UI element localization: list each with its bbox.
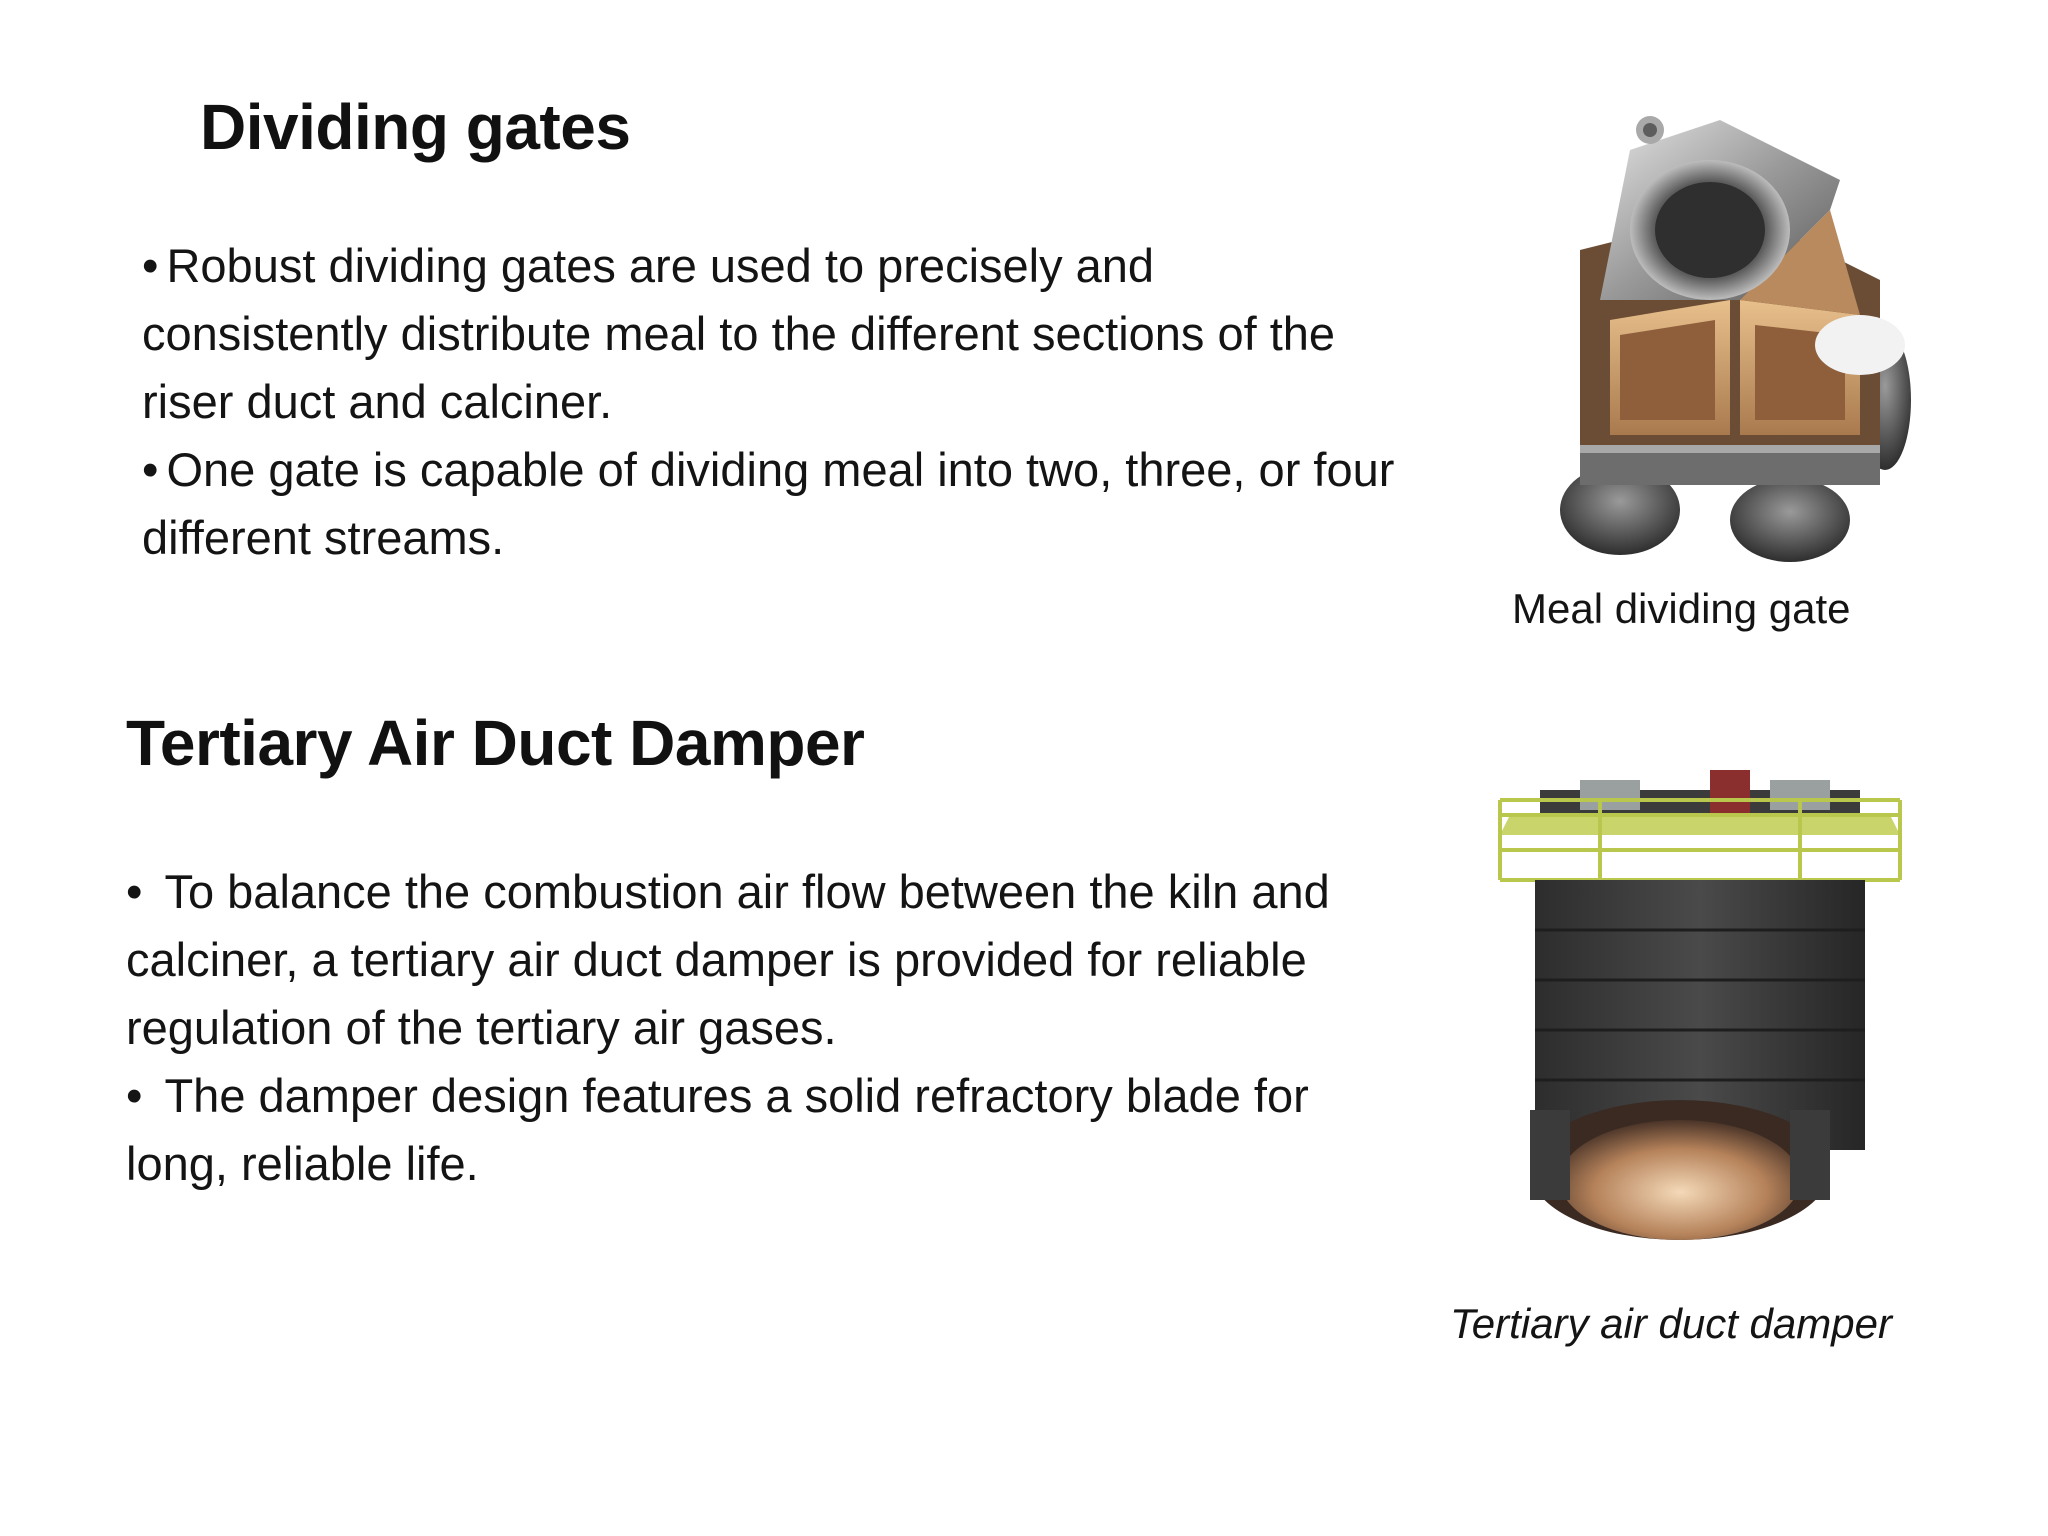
- bullet-marker: •: [142, 443, 159, 496]
- bullet-text: The damper design features a solid refra…: [126, 1069, 1309, 1190]
- bullet-text: One gate is capable of dividing meal int…: [142, 443, 1395, 564]
- bullet-item: •The damper design features a solid refr…: [126, 1062, 1396, 1198]
- meal-dividing-gate-image: [1560, 116, 1911, 562]
- bullet-marker: •: [142, 239, 159, 292]
- bullet-text: Robust dividing gates are used to precis…: [142, 239, 1336, 428]
- bullet-item: •To balance the combustion air flow betw…: [126, 858, 1396, 1062]
- dividing-gates-bullet-list: •Robust dividing gates are used to preci…: [142, 232, 1402, 572]
- tertiary-air-duct-damper-image: [1498, 770, 1902, 1240]
- bullet-marker: •: [126, 1069, 143, 1122]
- bullet-text: To balance the combustion air flow betwe…: [126, 865, 1330, 1054]
- dividing-gates-heading: Dividing gates: [200, 91, 631, 163]
- bullet-item: •Robust dividing gates are used to preci…: [142, 232, 1402, 436]
- tertiary-air-duct-damper-heading: Tertiary Air Duct Damper: [126, 707, 865, 779]
- tertiary-air-duct-damper-caption: Tertiary air duct damper: [1450, 1300, 1892, 1347]
- bullet-item: •One gate is capable of dividing meal in…: [142, 436, 1402, 572]
- bullet-marker: •: [126, 865, 143, 918]
- meal-dividing-gate-caption: Meal dividing gate: [1512, 585, 1851, 632]
- tertiary-damper-bullet-list: •To balance the combustion air flow betw…: [126, 858, 1396, 1198]
